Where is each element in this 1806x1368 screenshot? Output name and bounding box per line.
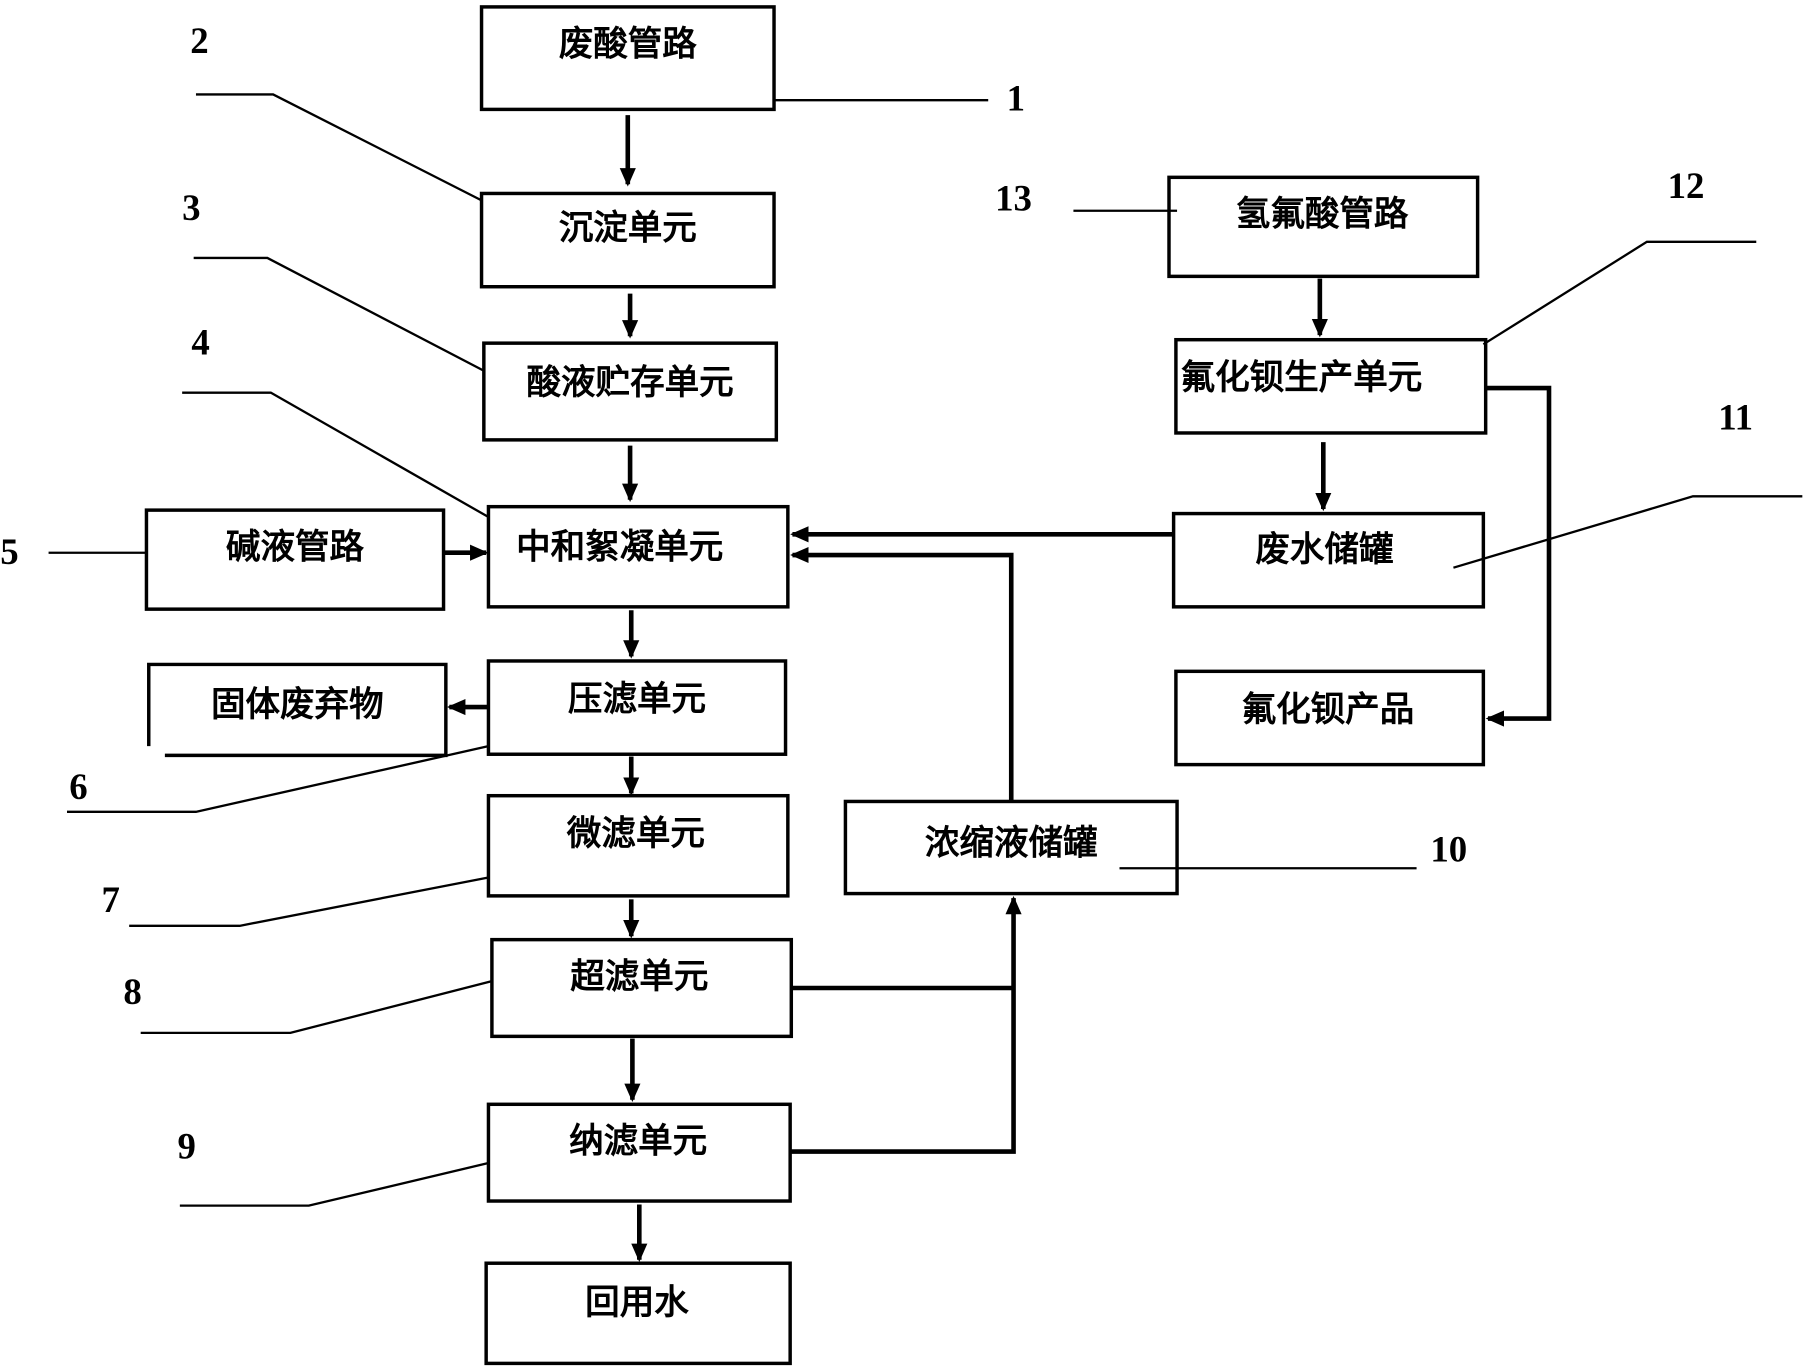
ref-number-7: 7 — [102, 879, 120, 920]
leader-7 — [129, 876, 489, 927]
box-label: 废水储罐 — [1255, 530, 1393, 570]
box-label: 压滤单元 — [568, 679, 706, 719]
leader-6 — [67, 745, 489, 813]
leader-3 — [193, 256, 485, 372]
box-sedimentation-unit: 沉淀单元 — [479, 191, 776, 289]
box-barium-fluoride-production-unit: 氟化钡生产单元 — [1174, 337, 1488, 435]
box-label: 微滤单元 — [566, 814, 705, 854]
box-label: 氢氟酸管路 — [1236, 195, 1409, 235]
box-reclaimed-water: 回用水 — [484, 1261, 792, 1366]
arrow-concentrate-to-neutralization — [790, 546, 1014, 802]
ref-number-1: 1 — [1007, 78, 1025, 119]
box-ultrafiltration-unit: 超滤单元 — [490, 937, 794, 1039]
leader-11 — [1453, 495, 1803, 569]
box-alkali-pipe: 碱液管路 — [144, 508, 446, 611]
box-barium-fluoride-product: 氟化钡产品 — [1174, 669, 1486, 767]
ref-number-11: 11 — [1718, 397, 1753, 438]
box-label: 浓缩液储罐 — [925, 823, 1098, 863]
leader-2 — [195, 93, 483, 202]
box-label: 固体废弃物 — [211, 685, 384, 725]
box-wastewater-tank: 废水储罐 — [1171, 511, 1486, 609]
box-label: 氟化钡产品 — [1242, 690, 1415, 730]
leader-8 — [140, 979, 493, 1035]
box-label: 回用水 — [585, 1283, 689, 1323]
ref-number-6: 6 — [69, 766, 87, 807]
box-acid-storage-unit: 酸液贮存单元 — [482, 341, 779, 442]
arrow-production-to-product — [1485, 385, 1552, 727]
box-solid-waste: 固体废弃物 — [147, 662, 448, 758]
leader-9 — [179, 1161, 489, 1207]
box-neutralization-flocculation-unit: 中和絮凝单元 — [486, 504, 790, 609]
box-hydrofluoric-acid-pipe: 氢氟酸管路 — [1167, 175, 1480, 279]
ref-number-2: 2 — [190, 20, 208, 61]
leader-12 — [1482, 240, 1757, 346]
box-label: 氟化钡生产单元 — [1181, 358, 1423, 398]
box-concentrate-tank: 浓缩液储罐 — [843, 799, 1179, 896]
ref-number-13: 13 — [995, 178, 1032, 219]
ref-number-10: 10 — [1430, 828, 1467, 869]
ref-number-12: 12 — [1668, 165, 1705, 206]
box-label: 纳滤单元 — [569, 1122, 707, 1162]
ref-number-9: 9 — [178, 1125, 196, 1166]
box-label: 中和絮凝单元 — [516, 527, 723, 567]
box-label: 酸液贮存单元 — [526, 363, 733, 403]
box-filter-press-unit: 压滤单元 — [486, 659, 788, 756]
box-label: 超滤单元 — [570, 957, 708, 997]
box-label: 废酸管路 — [559, 24, 698, 64]
ref-number-8: 8 — [123, 971, 141, 1012]
ref-number-5: 5 — [0, 531, 18, 572]
box-nanofiltration-unit: 纳滤单元 — [486, 1102, 792, 1203]
box-label: 碱液管路 — [226, 527, 365, 567]
leader-4 — [182, 391, 490, 519]
box-microfiltration-unit: 微滤单元 — [486, 793, 790, 898]
ref-number-3: 3 — [182, 187, 200, 228]
box-label: 沉淀单元 — [559, 209, 697, 249]
box-waste-acid-pipe: 废酸管路 — [479, 5, 776, 112]
arrow-nanofiltration-to-concentrate — [790, 895, 1022, 1154]
ref-number-4: 4 — [191, 322, 209, 363]
